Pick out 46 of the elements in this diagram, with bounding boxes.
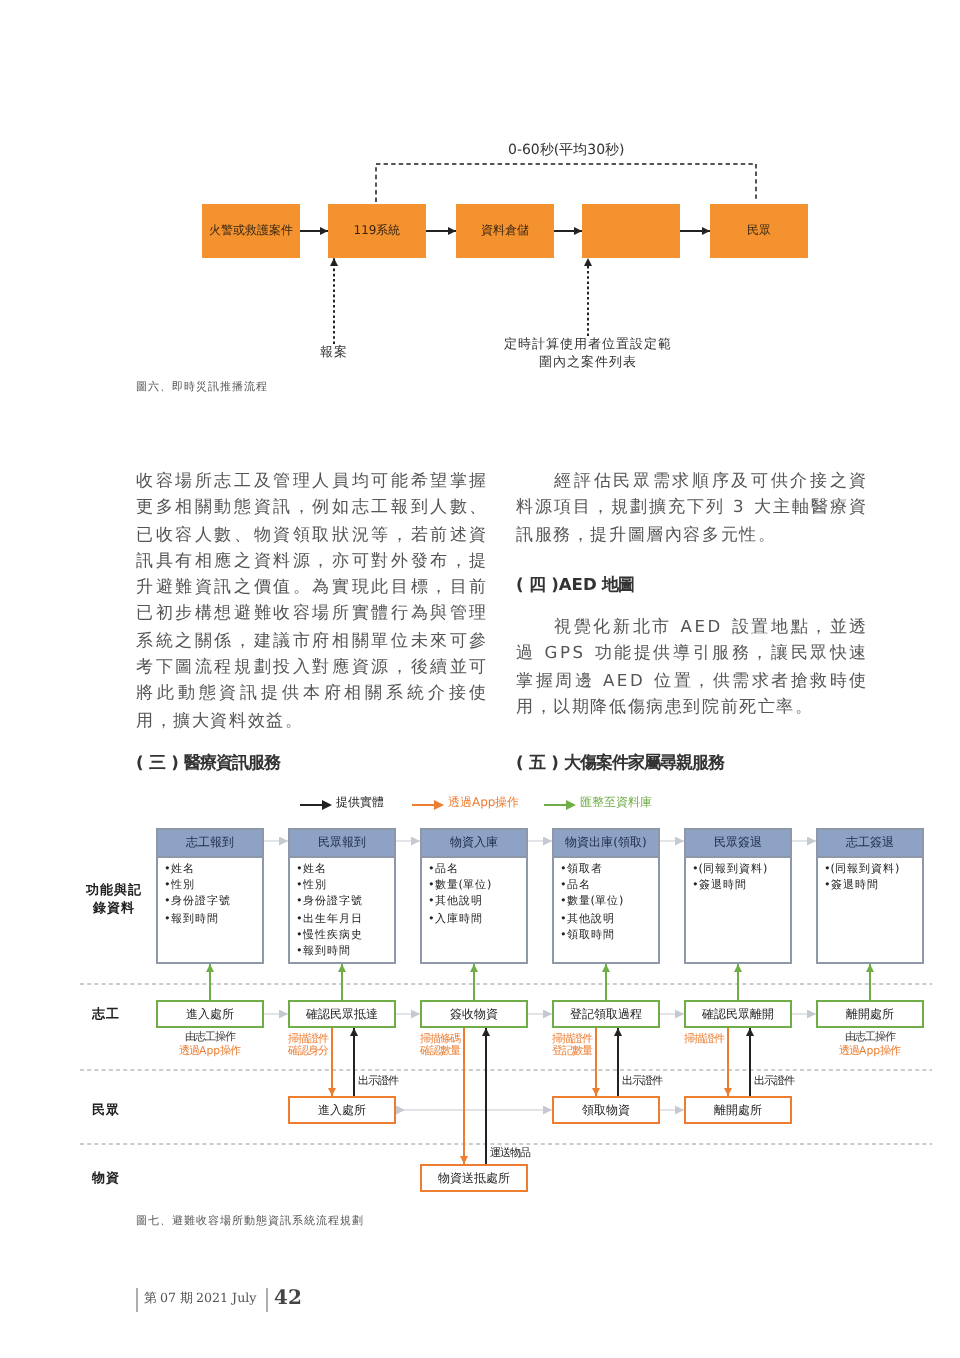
arrow — [299, 227, 329, 235]
record-card — [552, 828, 660, 964]
arrow — [602, 963, 610, 1001]
process-box — [582, 204, 680, 258]
arrow — [527, 836, 553, 846]
arrow — [659, 836, 685, 846]
arrow — [425, 227, 457, 235]
arrow — [395, 836, 421, 846]
arrow — [395, 1009, 421, 1019]
body-paragraph: 經評估民眾需求順序及可供介接之資料源項目，規劃擴充下列 3 大主軸醫療資訊服務，提升圖層內容多元性。 — [516, 468, 868, 548]
arrow — [659, 1009, 685, 1019]
record-card — [684, 828, 792, 964]
section-heading: ( 三 ) 醫療資訊服務 — [136, 752, 283, 774]
arrow — [592, 1027, 600, 1097]
arrow — [527, 1009, 553, 1019]
arrow — [460, 1027, 468, 1165]
arrow — [553, 227, 583, 235]
record-card — [288, 828, 396, 964]
arrow — [866, 963, 874, 1001]
arrow — [328, 1027, 336, 1097]
arrow — [470, 963, 478, 1001]
arrow — [746, 1027, 754, 1097]
arrow — [791, 836, 817, 846]
arrow — [395, 1105, 553, 1115]
record-card — [156, 828, 264, 964]
arrow — [338, 963, 346, 1001]
arrow — [734, 963, 742, 1001]
arrow — [614, 1027, 622, 1097]
page-number: 42 — [274, 1286, 302, 1312]
body-paragraph: 收容場所志工及管理人員均可能希望掌握更多相關動態資訊，例如志工報到人數、已收容人數、物資領取狀況等，若前述資訊具有相應之資料源，亦可對外發布，提升避難資訊之價值。為實現此目標，目前已初步構想避難收容場所實體行為與管理系統之關係，建議市府相關單位未來可參考下圖流程規劃投入對應資源，後續並可將此動態資訊提供本府相關系統介接使用，擴大資料效益。 — [136, 468, 488, 734]
body-paragraph: 視覺化新北市 AED 設置地點，並透過 GPS 功能提供導引服務，讓民眾快速掌握周邊 AED 位置，供需求者搶救時使用，以期降低傷病患到院前死亡率。 — [516, 614, 868, 720]
record-card — [816, 828, 924, 964]
dotted-arrow — [584, 257, 592, 337]
arrow — [350, 1027, 358, 1097]
arrow — [791, 1009, 817, 1019]
arrow — [263, 836, 289, 846]
arrow — [659, 1105, 685, 1115]
arrow — [482, 1027, 490, 1165]
arrow — [724, 1027, 732, 1097]
section-heading: ( 五 ) 大傷案件家屬尋親服務 — [516, 752, 727, 774]
dotted-arrow — [330, 257, 338, 345]
arrow — [263, 1009, 289, 1019]
arrow — [679, 227, 711, 235]
arrow — [206, 963, 214, 1001]
section-heading: ( 四 )AED 地圖 — [516, 574, 637, 596]
record-card — [420, 828, 528, 964]
